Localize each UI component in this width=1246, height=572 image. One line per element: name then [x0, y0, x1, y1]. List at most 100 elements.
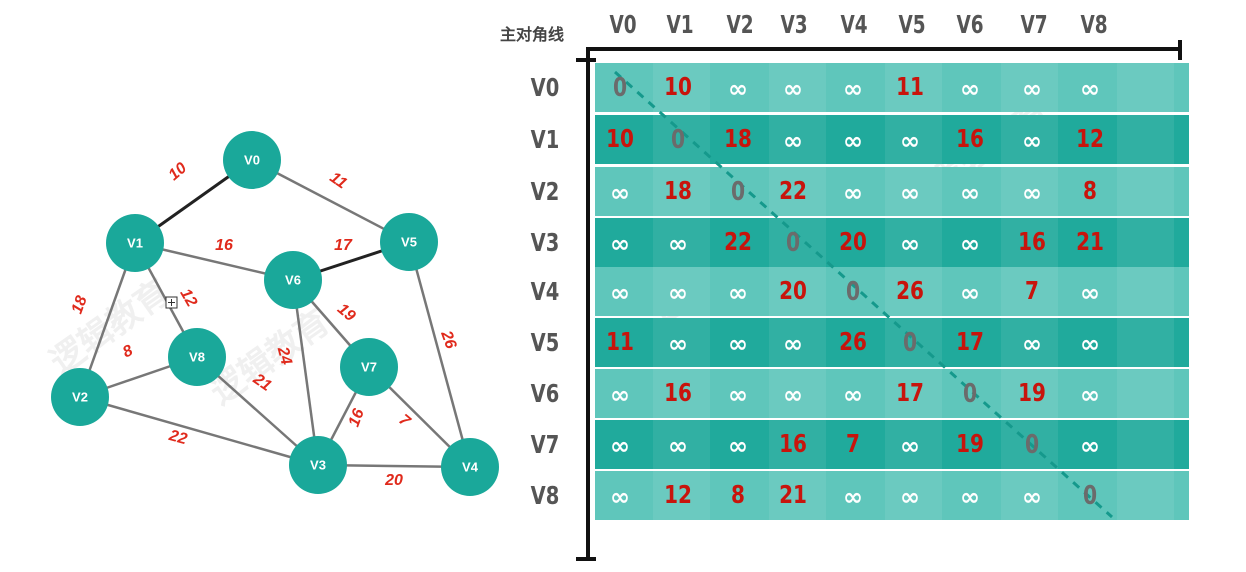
- matrix-cell: ∞: [728, 75, 748, 103]
- matrix-cell: 0: [1024, 430, 1040, 460]
- matrix-cell: ∞: [1022, 75, 1042, 103]
- matrix-cell: ∞: [610, 279, 630, 307]
- matrix-cell: ∞: [610, 381, 630, 409]
- matrix-cell: 12: [1076, 124, 1104, 153]
- row-header-v3: V3: [530, 228, 560, 257]
- matrix-cell: ∞: [1080, 381, 1100, 409]
- node-v7: V7: [340, 338, 398, 396]
- row-header-v7: V7: [530, 430, 560, 459]
- expand-icon: [165, 296, 178, 309]
- row-header-v8: V8: [530, 481, 560, 510]
- matrix-cell: 16: [664, 378, 692, 407]
- edge-weight-v6-v3: 24: [273, 344, 294, 367]
- node-circle: [441, 438, 499, 496]
- matrix-top-axis: [590, 47, 1182, 51]
- matrix-cell: 8: [731, 480, 745, 509]
- matrix-cell: ∞: [668, 432, 688, 460]
- edge-weight-v2-v3: 22: [166, 427, 189, 448]
- matrix-cell: 8: [1083, 176, 1097, 205]
- node-circle: [340, 338, 398, 396]
- node-label: V7: [361, 359, 377, 374]
- node-label: V8: [189, 349, 205, 364]
- matrix-cell: 20: [779, 276, 807, 305]
- matrix-cell: ∞: [843, 179, 863, 207]
- matrix-cell: ∞: [783, 381, 803, 409]
- matrix-left-axis-cap: [576, 557, 596, 561]
- matrix-cell: ∞: [900, 483, 920, 511]
- cell-shade: [1117, 471, 1174, 520]
- node-circle: [289, 436, 347, 494]
- node-v3: V3: [289, 436, 347, 494]
- edge-weight-v6-v7: 19: [334, 301, 359, 326]
- matrix-cell: 12: [664, 480, 692, 509]
- matrix-cell: 19: [956, 429, 984, 458]
- matrix-cell: 17: [956, 327, 984, 356]
- node-label: V5: [401, 234, 417, 249]
- node-label: V2: [72, 389, 88, 404]
- edge-weight-v5-v4: 26: [437, 328, 459, 352]
- node-v0: V0: [223, 131, 281, 189]
- cell-shade: [1117, 369, 1174, 418]
- cell-shade: [1117, 267, 1174, 316]
- cell-shade: [1117, 218, 1174, 267]
- column-header-v7: V7: [1020, 10, 1048, 39]
- matrix-cell: ∞: [900, 230, 920, 258]
- matrix-cell: 20: [839, 227, 867, 256]
- matrix-cell: 16: [1018, 227, 1046, 256]
- row-header-v0: V0: [530, 73, 560, 102]
- matrix-cell: ∞: [960, 483, 980, 511]
- matrix-axis-corner: [576, 58, 596, 62]
- node-label: V4: [462, 459, 479, 474]
- matrix-cell: ∞: [900, 127, 920, 155]
- matrix-cell: 18: [724, 124, 752, 153]
- matrix-cell: ∞: [668, 279, 688, 307]
- matrix-cell: ∞: [668, 230, 688, 258]
- matrix-left-axis: [586, 47, 590, 560]
- node-v8: V8: [168, 328, 226, 386]
- matrix-cell: 11: [606, 327, 634, 356]
- matrix-cell: 26: [839, 327, 867, 356]
- row-header-v1: V1: [530, 125, 560, 154]
- node-label: V1: [127, 235, 143, 250]
- matrix-cell: ∞: [960, 179, 980, 207]
- matrix-cell: ∞: [610, 179, 630, 207]
- column-header-v5: V5: [898, 10, 926, 39]
- matrix-cell: ∞: [668, 330, 688, 358]
- matrix-cell: ∞: [1022, 483, 1042, 511]
- edge-weight-v1-v6: 16: [215, 237, 233, 254]
- matrix-cell: 21: [779, 480, 807, 509]
- matrix-cell: 22: [779, 176, 807, 205]
- node-v4: V4: [441, 438, 499, 496]
- matrix-cell: ∞: [783, 330, 803, 358]
- matrix-cell: 10: [606, 124, 634, 153]
- matrix-cell: 19: [1018, 378, 1046, 407]
- column-header-v3: V3: [780, 10, 808, 39]
- node-v6: V6: [264, 251, 322, 309]
- node-v2: V2: [51, 368, 109, 426]
- edge-weight-v5-v6: 17: [334, 237, 353, 254]
- node-circle: [223, 131, 281, 189]
- edge-weight-v2-v8: 8: [120, 342, 135, 361]
- cell-shade: [1117, 115, 1174, 164]
- edge-weight-v7-v3: 16: [346, 407, 368, 430]
- matrix-cell: 7: [846, 429, 860, 458]
- node-v5: V5: [380, 213, 438, 271]
- edge-v2-v3: [79, 395, 319, 467]
- matrix-cell: ∞: [843, 75, 863, 103]
- column-header-v1: V1: [666, 10, 694, 39]
- matrix-cell: 0: [730, 177, 746, 207]
- column-header-v6: V6: [956, 10, 984, 39]
- matrix-cell: 11: [896, 72, 924, 101]
- matrix-cell: 26: [896, 276, 924, 305]
- matrix-cell: ∞: [610, 483, 630, 511]
- node-label: V6: [285, 272, 301, 287]
- cell-shade: [1117, 63, 1174, 112]
- row-header-v5: V5: [530, 328, 560, 357]
- matrix-cell: ∞: [843, 381, 863, 409]
- matrix-cell: ∞: [728, 330, 748, 358]
- matrix-cell: ∞: [843, 483, 863, 511]
- edge-v5-v4: [407, 241, 472, 468]
- matrix-cell: 0: [845, 277, 861, 307]
- edge-weight-v8-v3: 21: [249, 370, 274, 395]
